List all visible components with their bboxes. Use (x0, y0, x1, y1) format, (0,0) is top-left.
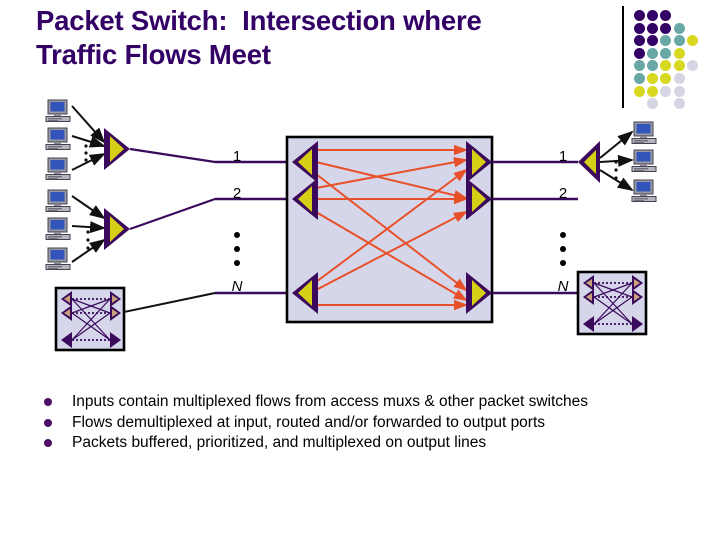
bullet-text: Inputs contain multiplexed flows from ac… (72, 393, 589, 410)
access-mux-group-1 (45, 99, 216, 180)
motif-dot-light (673, 85, 685, 97)
motif-dot-dark (647, 10, 659, 21)
access-mux-group-2 (45, 189, 216, 270)
motif-dot-dark (634, 10, 645, 21)
switch-fabric-box (285, 135, 494, 324)
motif-dot-light (686, 60, 698, 72)
motif-dot-light (673, 98, 685, 110)
motif-dot-yellow (660, 73, 672, 84)
motif-dot-teal (673, 35, 685, 47)
motif-dot-teal (634, 73, 645, 84)
motif-dot-dark (647, 22, 659, 34)
motif-dot-yellow (673, 60, 685, 72)
motif-dot-teal (634, 60, 645, 72)
motif-dot-yellow (673, 47, 685, 59)
switch-output-triangles (466, 141, 492, 314)
switch-input-triangles (292, 141, 318, 314)
title-divider-rule (622, 6, 624, 108)
peer-packet-switch-output (576, 270, 648, 336)
peer-packet-switch-input (54, 286, 216, 352)
input-port-label-1: 1 (232, 148, 242, 165)
output-ports-ellipsis (560, 232, 566, 274)
motif-dot-teal (660, 47, 672, 59)
list-item: Packets buffered, prioritized, and multi… (38, 433, 698, 453)
crossbar-connections (315, 144, 468, 311)
list-item: Flows demultiplexed at input, routed and… (38, 413, 698, 433)
motif-dot-dark (634, 47, 645, 59)
input-port-label-n: N (231, 278, 243, 295)
page-title: Packet Switch: Intersection where Traffi… (36, 5, 482, 70)
motif-dot-dark (660, 22, 672, 34)
motif-dot-teal (660, 35, 672, 47)
input-port-lines (215, 160, 290, 295)
motif-dot-yellow (634, 85, 645, 97)
output-demultiplexer (578, 121, 657, 202)
bullet-list: Inputs contain multiplexed flows from ac… (38, 392, 698, 454)
motif-dot-yellow (647, 73, 659, 84)
motif-dot-teal (647, 60, 659, 72)
motif-dot-teal (673, 22, 685, 34)
list-item: Inputs contain multiplexed flows from ac… (38, 392, 698, 412)
output-port-label-n: N (557, 278, 569, 295)
decorative-dot-grid (615, 2, 720, 112)
bullet-marker-icon (44, 439, 52, 448)
motif-dot-yellow (686, 35, 698, 47)
bullet-marker-icon (44, 418, 52, 427)
motif-dot-light (660, 85, 672, 97)
bullet-marker-icon (44, 398, 52, 406)
motif-dot-yellow (660, 60, 672, 72)
output-port-label-2: 2 (558, 185, 568, 202)
motif-dot-teal (647, 47, 659, 59)
motif-dot-dark (634, 35, 645, 47)
motif-dot-yellow (647, 85, 659, 97)
input-port-label-2: 2 (232, 185, 242, 202)
motif-dot-dark (634, 22, 645, 34)
motif-dot-dark (660, 10, 672, 21)
bullet-text: Packets buffered, prioritized, and multi… (72, 434, 487, 452)
output-port-label-1: 1 (558, 148, 568, 165)
bullet-text: Flows demultiplexed at input, routed and… (72, 413, 546, 431)
motif-dot-light (647, 98, 659, 110)
input-ports-ellipsis (234, 232, 240, 274)
motif-dot-dark (647, 35, 659, 47)
motif-dot-light (673, 73, 685, 84)
